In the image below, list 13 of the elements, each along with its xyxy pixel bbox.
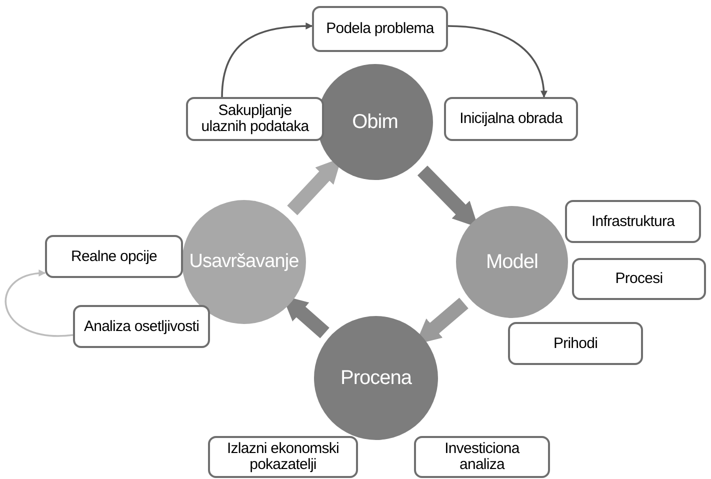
rounded-box: Prihodi: [508, 322, 643, 365]
curved-arrow: [448, 25, 548, 98]
rounded-box: Inicijalna obrada: [444, 97, 578, 141]
curved-arrow: [221, 22, 313, 98]
rounded-box: Investiciona analiza: [414, 436, 550, 478]
rounded-box: Izlazni ekonomski pokazatelji: [208, 436, 358, 478]
rounded-box: Analiza osetljivosti: [73, 305, 210, 348]
rounded-box: Realne opcije: [45, 235, 183, 278]
curved-arrow: [4, 270, 74, 337]
rounded-box: Infrastruktura: [565, 200, 701, 243]
rounded-box: Procesi: [572, 258, 706, 300]
rounded-box: Podela problema: [312, 6, 448, 52]
rounded-box: Sakupljanje ulaznih podataka: [186, 97, 324, 141]
